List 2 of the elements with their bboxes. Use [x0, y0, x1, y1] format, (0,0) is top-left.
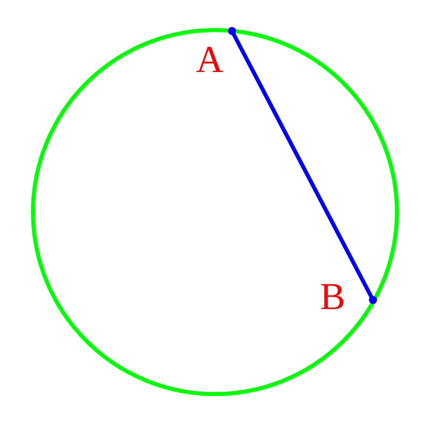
point-label: B — [320, 278, 346, 316]
point-label: A — [196, 41, 224, 79]
